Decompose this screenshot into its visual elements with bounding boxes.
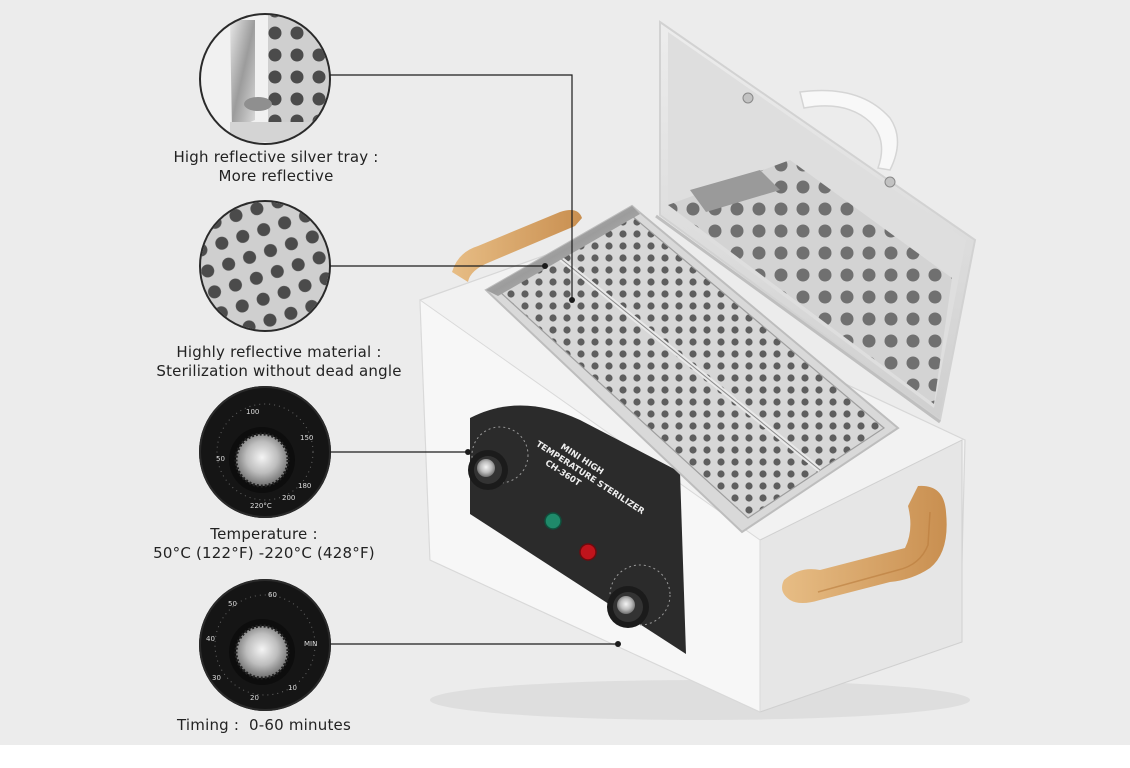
caption-timing: Timing : 0-60 minutes xyxy=(104,716,424,735)
svg-text:MIN: MIN xyxy=(304,640,317,648)
caption-temperature-range: 50°C (122°F) -220°C (428°F) xyxy=(153,544,375,562)
svg-text:220°C: 220°C xyxy=(250,502,272,510)
svg-text:20: 20 xyxy=(250,694,259,702)
svg-text:50: 50 xyxy=(228,600,237,608)
caption-silver-tray-detail: More reflective xyxy=(218,167,334,185)
green-indicator-light xyxy=(544,512,562,530)
svg-text:60: 60 xyxy=(268,591,277,599)
svg-text:30: 30 xyxy=(212,674,221,682)
caption-material-detail: Sterilization without dead angle xyxy=(156,362,402,380)
caption-silver-tray: High reflective silver tray : More refle… xyxy=(116,148,436,186)
caption-reflective-material: Highly reflective material : Sterilizati… xyxy=(119,343,439,381)
callout-timing-dial: 60 50 40 30 20 10 MIN xyxy=(199,579,331,711)
caption-temperature-title: Temperature : xyxy=(210,525,318,543)
svg-text:150: 150 xyxy=(300,434,313,442)
leader-line-tray xyxy=(330,74,573,300)
temperature-knob-closeup xyxy=(236,434,288,486)
sterilizer-device: MINI HIGH TEMPERATURE STERILIZER CH-360T xyxy=(419,20,977,720)
caption-material-title: Highly reflective material : xyxy=(176,343,382,361)
leader-lines xyxy=(330,74,618,645)
callout-temperature-dial: 50 100 150 180 200 220°C xyxy=(199,386,331,518)
svg-text:50: 50 xyxy=(216,455,225,463)
svg-text:40: 40 xyxy=(206,635,215,643)
caption-temperature: Temperature : 50°C (122°F) -220°C (428°F… xyxy=(104,525,424,563)
timer-knob-closeup xyxy=(236,626,288,678)
svg-text:10: 10 xyxy=(288,684,297,692)
temperature-scale: 50 100 150 180 200 220°C xyxy=(216,408,313,510)
timing-scale: 60 50 40 30 20 10 MIN xyxy=(206,591,317,702)
svg-text:180: 180 xyxy=(298,482,311,490)
front-handle xyxy=(782,485,947,603)
svg-text:200: 200 xyxy=(282,494,295,502)
timer-knob[interactable] xyxy=(607,586,649,628)
callout-reflective-material xyxy=(199,200,331,332)
svg-text:100: 100 xyxy=(246,408,259,416)
caption-silver-tray-title: High reflective silver tray : xyxy=(173,148,379,166)
red-indicator-light xyxy=(579,543,597,561)
caption-timing-text: Timing : 0-60 minutes xyxy=(177,716,351,734)
temperature-knob[interactable] xyxy=(468,450,508,490)
back-handle xyxy=(452,210,582,282)
